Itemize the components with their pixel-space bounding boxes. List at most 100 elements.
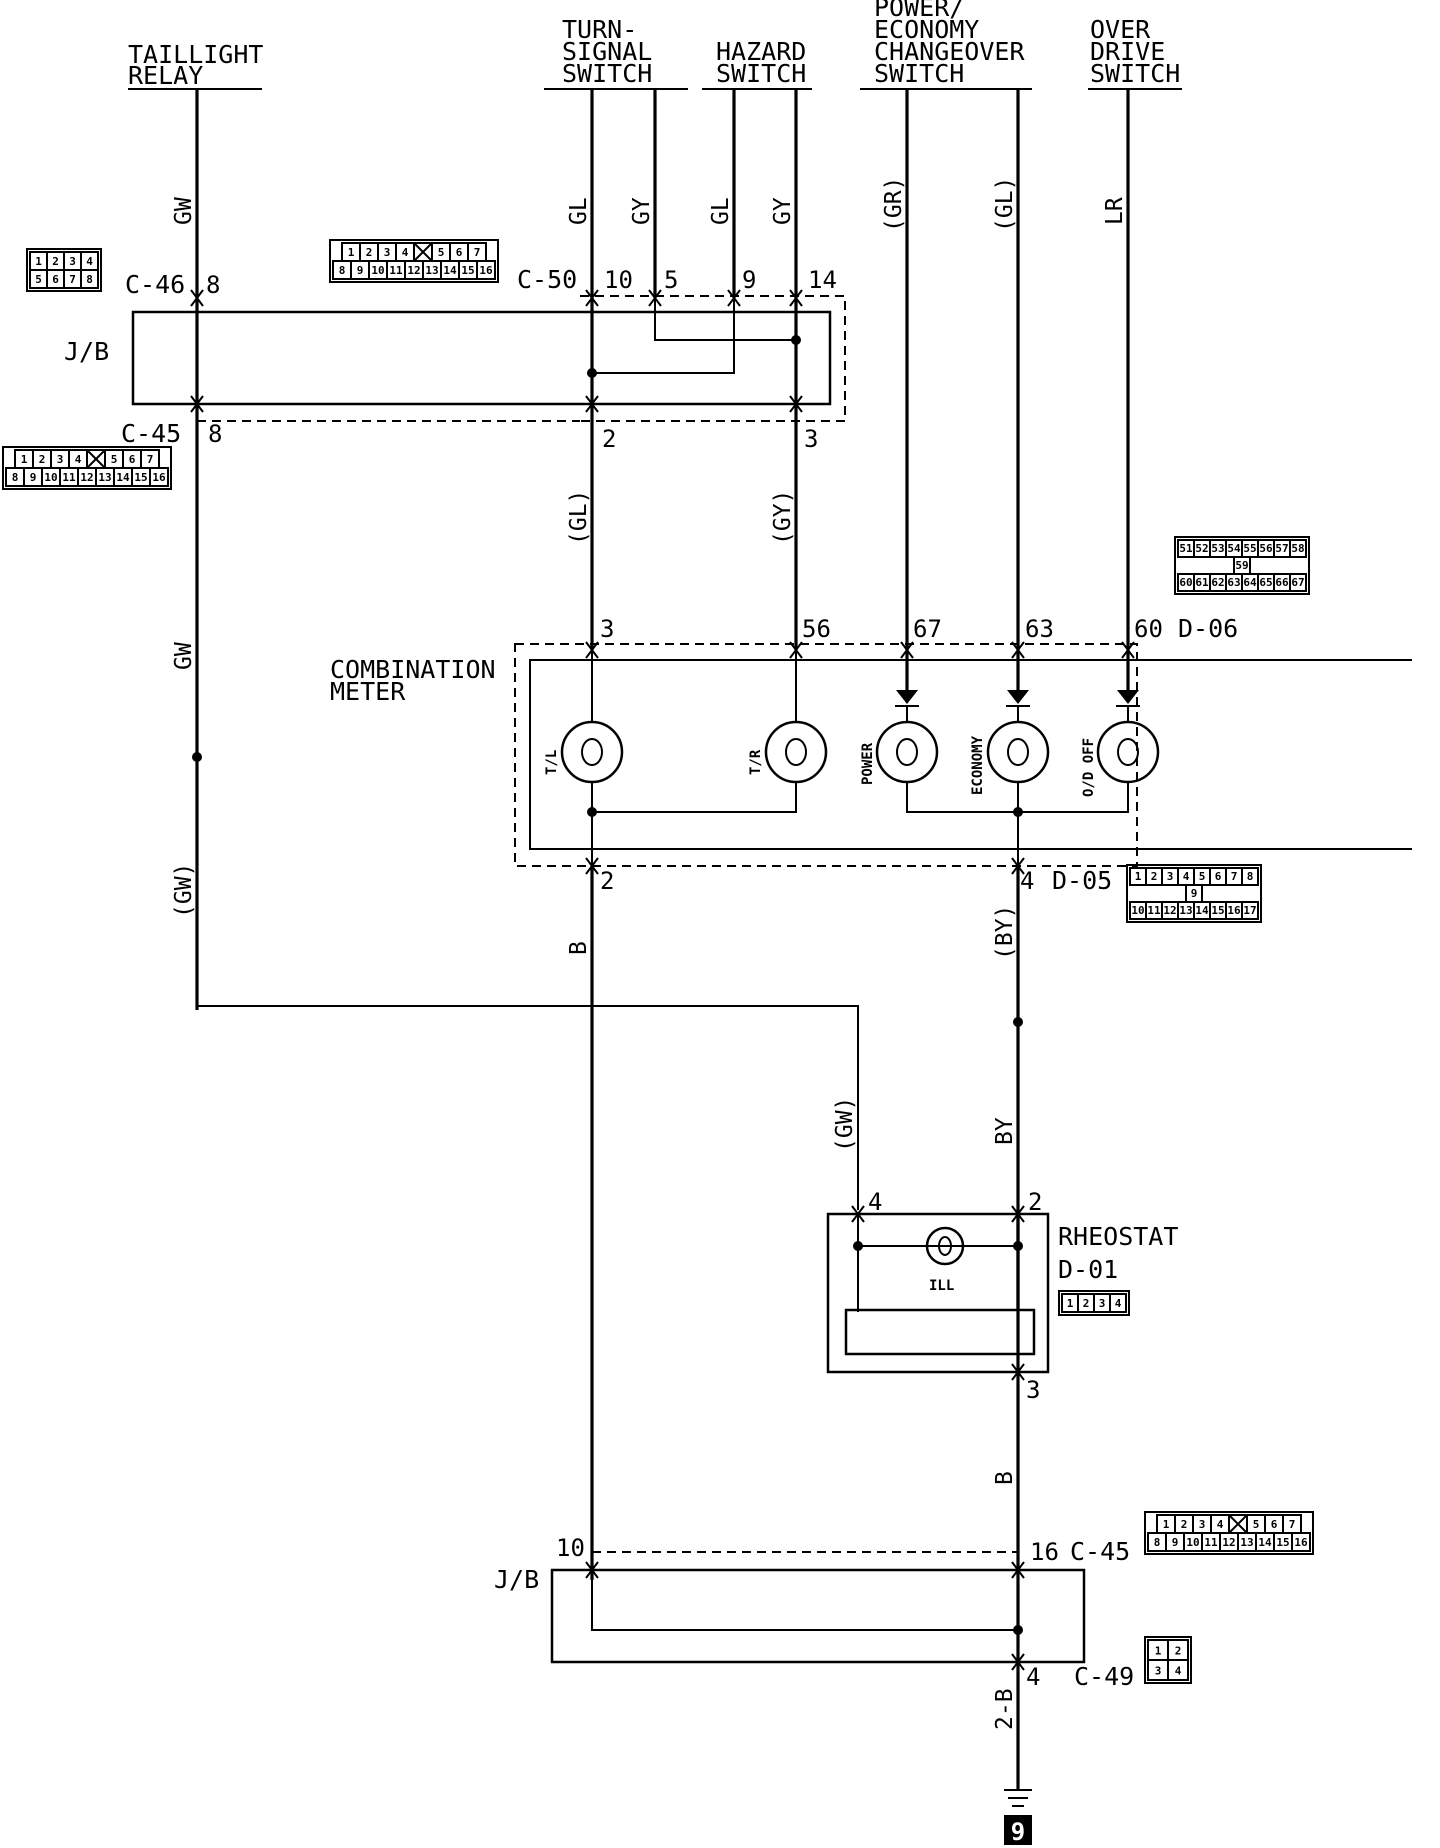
connector-pin-number: 8 [86,273,93,286]
connector-pin-number: 5 [1199,870,1206,883]
hazard-switch-text: SWITCH [716,59,806,88]
connector-cell [149,467,169,487]
pin-marker [1011,1205,1025,1223]
connector-pin-number: 7 [1231,870,1238,883]
pin-marker [585,857,599,875]
label-by-paren: (BY) [992,905,1018,960]
pin-c50-10: 10 [604,266,633,294]
label-gy-top: GY [629,197,655,225]
pin-marker [585,395,599,413]
pin-marker [190,289,204,307]
connector-pin-number: 2 [366,246,373,259]
label-gw-rheo: (GW) [832,1097,858,1152]
meter-text: METER [330,677,406,706]
connector-pin-number: 13 [98,471,111,484]
connector-cell [1167,1659,1189,1681]
lamp-ill [925,1226,965,1266]
connector-pin-number: 5 [1253,1518,1260,1531]
pin-d06-56: 56 [802,615,831,643]
connector-face-outline [1126,864,1262,923]
junction-dot-indicator [1013,807,1023,817]
connector-blank-cell [86,449,106,469]
jb-bottom-label: J/B [494,1565,539,1594]
connector-pin-number: 2 [52,255,59,268]
connector-pin-number: 6 [129,453,136,466]
connector-pin-number: 9 [1172,1536,1179,1549]
wire-gl-internal [592,298,735,374]
junction-dot-rheo-left [853,1241,863,1251]
label-gw-mid: GW [171,642,197,670]
lamp-tl-label: T/L [544,750,560,775]
connector-cell [1109,1293,1127,1313]
pin-jb-16: 16 [1030,1538,1059,1566]
wire-gy-internal [654,298,796,341]
pin-c45-2: 2 [602,425,616,453]
label-b-right: B [992,1471,1018,1485]
connector-pin-number: 2 [39,453,46,466]
connector-cell [1241,867,1259,886]
connector-pin-number: 16 [1227,904,1241,917]
connector-pin-number: 4 [75,453,82,466]
connector-pin-number: 60 [1179,576,1192,589]
jb-top-label: J/B [64,337,109,366]
pin-marker [789,289,803,307]
overdrive-switch-label: OVER DRIVE SWITCH [1088,15,1182,90]
pin-marker [190,395,204,413]
connector-c46-label: C-46 [125,270,185,299]
connector-pin-number: 3 [384,246,391,259]
rheostat-box [826,1212,1050,1374]
connector-pin-number: 63 [1227,576,1240,589]
pin-marker [1011,1363,1025,1381]
combination-meter-dashed [514,643,1138,867]
hazard-switch-label: HAZARD SWITCH [702,37,812,90]
connector-pin-number: 16 [152,471,166,484]
junction-dot-gw [192,752,202,762]
connector-pin-number: 65 [1259,576,1272,589]
connector-pin-number: 58 [1291,542,1304,555]
label-gw-paren: (GW) [171,863,197,918]
connector-pin-number: 55 [1243,542,1256,555]
lamp-tr-label: T/R [748,749,764,775]
connector-pin-number: 7 [1289,1518,1296,1531]
connector-blank-cell [1228,1514,1248,1534]
pin-d06-3: 3 [600,615,614,643]
ground-point-number: 9 [1011,1818,1025,1846]
pin-c49-4: 4 [1026,1663,1040,1691]
connector-pin-number: 6 [456,246,463,259]
diode-power [895,690,919,722]
connector-pin-number: 9 [357,264,364,277]
lamp-od-label: O/D OFF [1081,738,1097,797]
connector-pin-number: 8 [1247,870,1254,883]
pin-c46-8: 8 [206,271,220,299]
connector-pin-number: 14 [1258,1536,1272,1549]
connector-d06-label: D-06 [1178,614,1238,643]
od-switch-text: SWITCH [1090,59,1180,88]
combination-meter-body [529,659,1412,850]
label-gl-mid: (GL) [566,490,592,545]
label-gl-top: GL [566,197,592,225]
connector-pin-number: 3 [57,453,64,466]
label-gy-hazard: GY [770,197,796,225]
connector-pin-number: 5 [111,453,118,466]
label-gl-hazard: GL [708,197,734,225]
connector-pin-number: 51 [1179,542,1193,555]
connector-pin-number: 6 [52,273,59,286]
connector-pin-number: 54 [1227,542,1241,555]
connector-pin-number: 3 [1155,1664,1162,1677]
label-b-left: B [566,941,592,955]
connector-pin-number: 3 [69,255,76,268]
lamp-economy-label: ECONOMY [970,735,986,795]
connector-c50-label: C-50 [517,265,577,294]
connector-pin-number: 1 [1163,1518,1170,1531]
connector-pin-number: 14 [1195,904,1209,917]
connector-pin-number: 2 [1151,870,1158,883]
connector-cell [80,269,99,289]
connector-pin-number: 2 [1175,1644,1182,1657]
connector-pin-number: 1 [1135,870,1142,883]
connector-pin-number: 12 [80,471,93,484]
connector-face-outline [26,248,102,292]
